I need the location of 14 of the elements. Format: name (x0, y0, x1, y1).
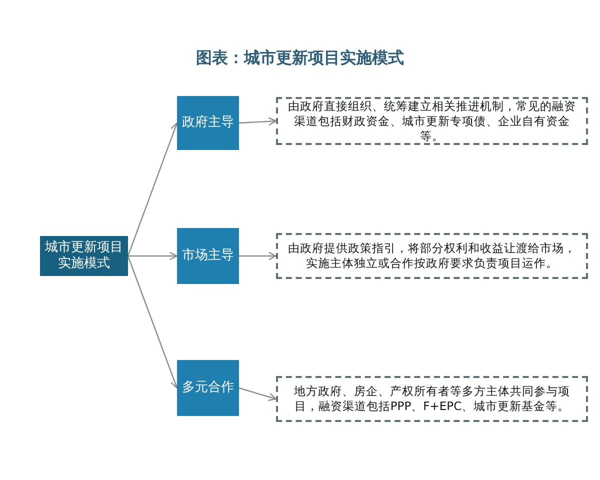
category-box: 政府主导 (177, 96, 239, 150)
description-box: 由政府提供政策指引，将部分权利和收益让渡给市场，实施主体独立或合作按政府要求负责项目运作。 (276, 233, 588, 279)
category-box: 市场主导 (177, 228, 239, 284)
arrow (238, 387, 277, 401)
arrow (239, 252, 277, 260)
arrow (128, 252, 178, 260)
description-box: 地方政府、房企、产权所有者等多方主体共同参与项目，融资渠道包括PPP、F+EPC、城市更新基金等。 (276, 376, 588, 422)
arrow (127, 122, 178, 256)
description-box: 由政府直接组织、统筹建立相关推进机制，常见的融资渠道包括财政资金、城市更新专项债、企业自有资金等。 (276, 97, 588, 145)
arrow (238, 117, 277, 126)
category-box: 多元合作 (177, 360, 239, 416)
arrow (127, 256, 178, 389)
chart-title: 图表：城市更新项目实施模式 (195, 48, 405, 69)
root-box: 城市更新项目实施模式 (40, 236, 128, 276)
